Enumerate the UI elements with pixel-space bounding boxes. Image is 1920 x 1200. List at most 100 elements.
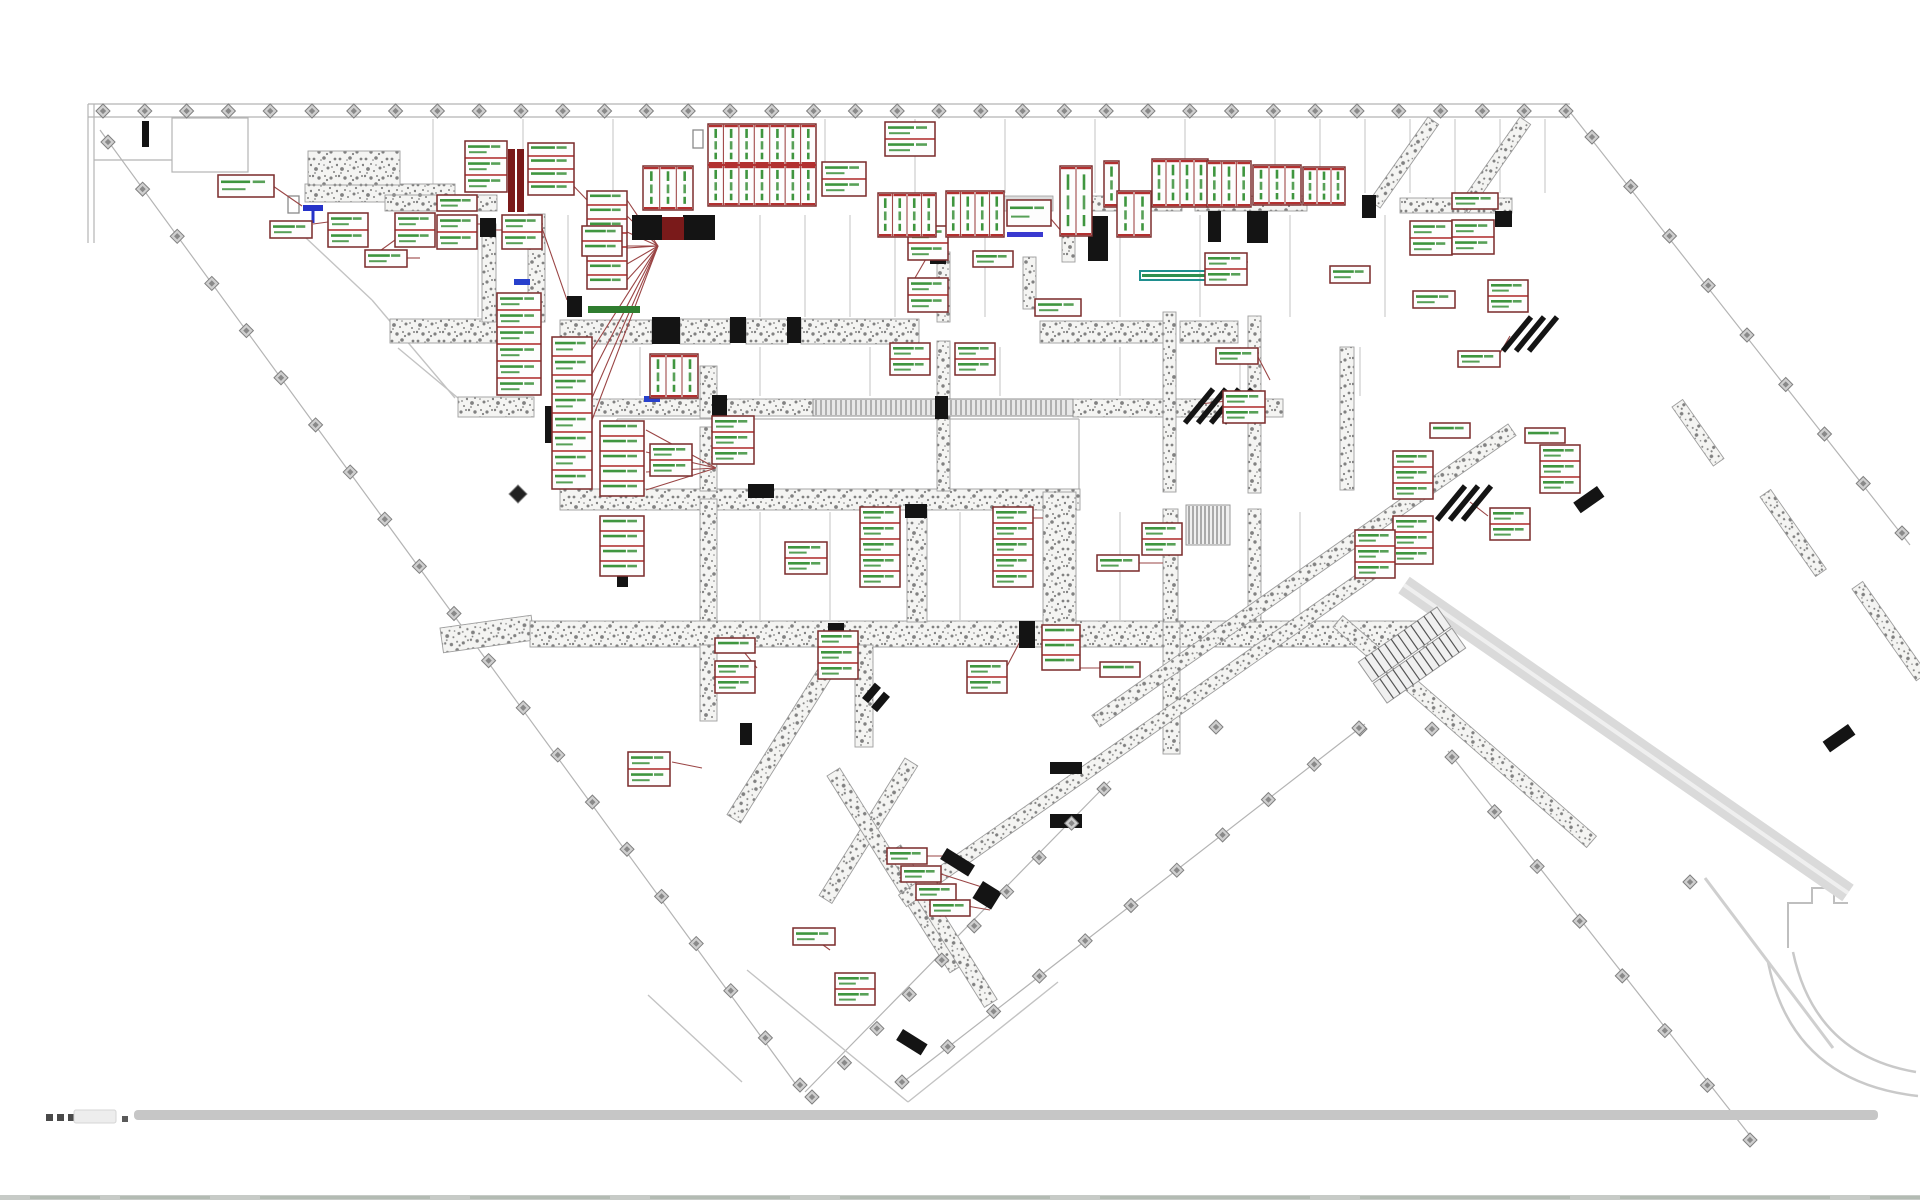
door-mark (862, 682, 881, 704)
device-label-stack (599, 515, 645, 577)
layout-tab[interactable] (73, 1109, 117, 1124)
slash-door-group (1434, 484, 1494, 522)
wall-segment (1759, 488, 1827, 578)
grid-row-lower-b (894, 721, 1368, 1090)
wall-segment (1247, 508, 1262, 623)
device-label-stack (821, 161, 867, 197)
door-mark (1247, 211, 1268, 243)
device-label-stack (1034, 298, 1082, 317)
bottom-edge-strip (0, 1195, 1920, 1200)
wire (541, 227, 568, 301)
device-label-strip-block (707, 123, 817, 207)
door-mark (712, 395, 727, 420)
device-label-stack (1392, 515, 1434, 565)
wall-segment (457, 396, 535, 418)
device-label-stack (1204, 252, 1248, 286)
wall-segment (1042, 491, 1077, 633)
wire (626, 245, 659, 265)
wall-segment (800, 318, 920, 345)
wall-segment (1162, 311, 1177, 493)
wall-segment (1022, 256, 1037, 310)
device-label-stack (1354, 529, 1396, 579)
device-label-stack (581, 225, 623, 257)
device-label-stack (627, 751, 671, 787)
device-label-stack (1539, 444, 1581, 494)
device-label-stack (1096, 554, 1140, 572)
device-label-stack (436, 194, 478, 212)
horizontal-scrollbar (134, 1110, 1878, 1120)
device-label-stack (1524, 427, 1566, 444)
device-label-stack (834, 972, 876, 1006)
device-label-stack (817, 630, 859, 680)
blue-device-icon (644, 396, 660, 402)
device-label-stack (1429, 422, 1471, 439)
device-label-stack (1006, 199, 1052, 227)
door-mark (142, 121, 149, 147)
device-label-strip-block (1302, 166, 1346, 206)
grid-row-lower-c (1444, 749, 1758, 1148)
wire (626, 245, 659, 249)
device-label-stack (889, 342, 931, 376)
door-mark (972, 881, 1002, 910)
grid-row-left-diagonal (100, 134, 808, 1093)
device-label-stack (364, 249, 408, 268)
door-mark (1822, 723, 1856, 753)
blue-device-icon (514, 279, 530, 285)
door-mark (896, 1029, 928, 1056)
device-label-stack (859, 506, 901, 588)
wire (626, 245, 659, 281)
device-label-stack (972, 250, 1014, 268)
wall-segment (1339, 346, 1355, 491)
tab-nav-button[interactable] (68, 1114, 75, 1121)
door-mark (1088, 216, 1108, 261)
device-label-stack (327, 212, 369, 248)
device-label-stack (436, 214, 478, 250)
device-label-strip-block (649, 353, 699, 399)
tab-nav-button[interactable] (46, 1114, 53, 1121)
device-label-stack (217, 174, 275, 198)
tab-nav-button[interactable] (57, 1114, 64, 1121)
device-label-stack (886, 847, 928, 865)
grid-row-lower-a (804, 781, 1112, 1105)
device-label-strip-block (1252, 164, 1302, 206)
door-mark (1573, 486, 1605, 514)
device-label-stack (464, 140, 508, 193)
device-label-stack (884, 121, 936, 157)
door-mark (652, 317, 680, 344)
wire (591, 245, 659, 399)
device-label-stack (1041, 624, 1081, 671)
device-label-stack (784, 541, 828, 575)
device-label-stack (269, 220, 313, 239)
slash-door-group (1500, 315, 1560, 353)
device-label-stack (501, 214, 543, 250)
device-label-strip-block (1059, 165, 1093, 237)
device-label-stack (907, 277, 949, 313)
door-mark (740, 723, 752, 745)
device-label-stack (1222, 390, 1266, 424)
wall-segment (1851, 580, 1920, 682)
device-label-strip-block (945, 190, 1005, 238)
device-labels (217, 121, 1581, 1006)
scrollbar-thumb[interactable] (134, 1110, 1878, 1120)
door-mark (683, 215, 715, 240)
device-label-stack (1487, 279, 1529, 313)
tab-overflow-button[interactable] (122, 1116, 128, 1122)
door-mark (730, 317, 746, 343)
device-label-stack (1099, 661, 1141, 678)
door-mark (1050, 762, 1082, 774)
device-label-stack (1329, 265, 1371, 284)
device-label-strip-block (1206, 160, 1252, 208)
wire (671, 761, 703, 769)
device-label-stack (1141, 522, 1183, 556)
wire (591, 245, 659, 351)
wall-segment (1671, 398, 1725, 467)
device-label-stack (649, 443, 693, 477)
device-label-stack (1215, 347, 1259, 365)
green-duct-icon (588, 306, 640, 313)
wire (645, 467, 717, 491)
door-mark (905, 504, 927, 518)
device-label-strip-block (642, 165, 694, 211)
grid-row-top (95, 103, 1574, 119)
